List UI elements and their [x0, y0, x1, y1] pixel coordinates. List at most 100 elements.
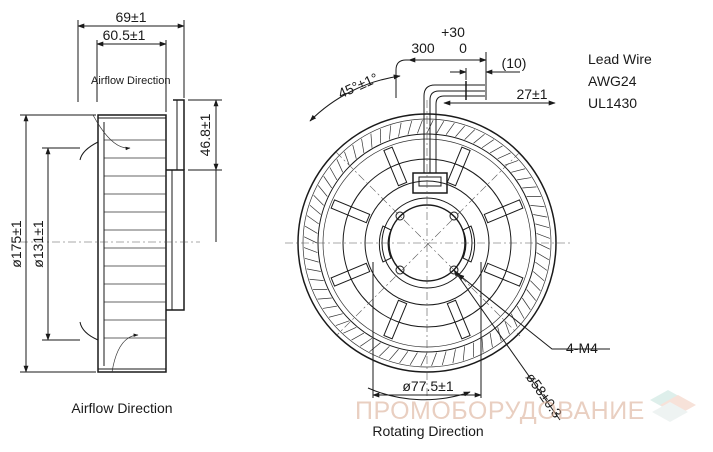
blade-tick: [360, 337, 373, 347]
strip-length-dimension: (10): [502, 55, 527, 71]
blade-tick: [335, 320, 350, 326]
blade-tick: [445, 122, 455, 135]
blade-tick: [361, 138, 365, 153]
blade-tick: [306, 215, 319, 225]
blade-tick: [436, 120, 445, 134]
spoke: [383, 299, 408, 340]
lead-offset-dimension: 27±1: [516, 86, 547, 102]
blade-tick: [399, 351, 409, 364]
width-body-dimension: 60.5±1: [103, 27, 146, 43]
blade-tick: [504, 160, 519, 166]
lead-wire-gauge: AWG24: [588, 73, 637, 89]
blade-tick: [322, 305, 337, 309]
blade-tick: [317, 297, 332, 300]
blade-tick: [431, 352, 437, 367]
blade-tick: [535, 223, 550, 229]
blade-tick: [530, 280, 541, 292]
blade-tick: [497, 152, 511, 160]
spoke: [330, 199, 371, 224]
blade-tick: [328, 313, 343, 318]
watermark-logo: [650, 390, 696, 422]
lead-length-tolerance-lower: 0: [459, 40, 467, 56]
blade-tick: [511, 168, 526, 173]
blade-tick: [344, 151, 350, 166]
blade-tick: [452, 349, 456, 364]
blade-tick: [304, 257, 319, 263]
lead-wire-title: Lead Wire: [588, 51, 652, 67]
blade-tick: [464, 129, 476, 140]
airflow-direction-bottom: Airflow Direction: [71, 400, 172, 416]
mount-hole: [395, 265, 405, 275]
bolt-circle-dimension: ø77.5±1: [402, 378, 453, 394]
mount-hole: [449, 211, 459, 221]
blade-tick: [352, 144, 357, 159]
blade-tick: [510, 313, 518, 327]
blade-tick: [526, 289, 537, 301]
spoke: [446, 146, 471, 187]
diameter-inner-dimension: ø131±1: [30, 220, 46, 268]
blade-tick: [309, 278, 324, 281]
diameter-outer-dimension: ø175±1: [8, 220, 24, 268]
blade-tick: [536, 252, 550, 261]
lead-length-main: 300: [411, 40, 435, 56]
lead-wire-standard: UL1430: [588, 95, 637, 111]
lead-length-tolerance-upper: +30: [441, 24, 465, 40]
blade-tick: [336, 159, 344, 173]
front-view: +30 300 0 (10) 27±1 45°±1° Lead Wire AWG…: [285, 24, 652, 439]
blade-tick: [378, 346, 390, 357]
blade-tick: [535, 261, 548, 271]
blade-tick: [481, 139, 494, 149]
blade-tick: [306, 268, 321, 272]
spoke: [383, 146, 408, 187]
blade-tick: [407, 120, 413, 135]
blade-tick: [516, 305, 525, 319]
motor-height-dimension: 46.8±1: [197, 113, 213, 156]
blade-tick: [455, 125, 465, 137]
spoke: [446, 299, 471, 340]
blade-tick: [343, 326, 357, 334]
width-overall-dimension: 69±1: [115, 9, 146, 25]
watermark-text: ПРОМОБОРУДОВАНИЕ: [355, 397, 645, 425]
blade-tick: [473, 133, 485, 144]
blade-tick: [536, 233, 551, 239]
blade-tick: [303, 247, 318, 253]
blade-tick: [489, 145, 503, 154]
blade-tick: [304, 236, 318, 244]
blade-tick: [389, 125, 392, 140]
spoke: [483, 262, 524, 287]
blade-tick: [504, 320, 510, 335]
blade-tick: [351, 332, 365, 341]
angle-dimension: 45°±1°: [335, 70, 380, 102]
blade-tick: [522, 186, 537, 189]
blade-tick: [313, 194, 324, 206]
blade-tick: [323, 176, 333, 189]
blade-tick: [417, 119, 423, 134]
spoke: [330, 262, 371, 287]
blade-tick: [481, 338, 484, 353]
blade-tick: [441, 351, 447, 366]
airflow-direction-top: Airflow Direction: [91, 75, 170, 87]
blade-tick: [369, 342, 381, 353]
blade-tick: [530, 205, 545, 208]
blade-tick: [533, 214, 548, 218]
blade-tick: [304, 225, 318, 234]
blade-tick: [521, 297, 531, 310]
blade-tick: [389, 349, 399, 361]
blade-tick: [329, 167, 338, 181]
blade-tick: [398, 122, 402, 137]
blade-tick: [420, 352, 428, 366]
blade-tick: [489, 333, 493, 348]
blade-tick: [462, 346, 465, 361]
rotation-direction-label: Rotating Direction: [372, 423, 483, 439]
mount-holes-callout: 4-M4: [566, 340, 598, 356]
blade-tick: [370, 133, 373, 148]
spoke: [483, 199, 524, 224]
blade-tick: [536, 242, 550, 250]
blade-tick: [317, 185, 328, 197]
side-view: 69±1 60.5±1 Airflow Direction 46.8±1 ø17…: [8, 9, 222, 416]
mount-hole: [395, 211, 405, 221]
blade-tick: [517, 177, 532, 181]
blade-tick: [409, 352, 418, 366]
blade-tick: [533, 271, 545, 281]
